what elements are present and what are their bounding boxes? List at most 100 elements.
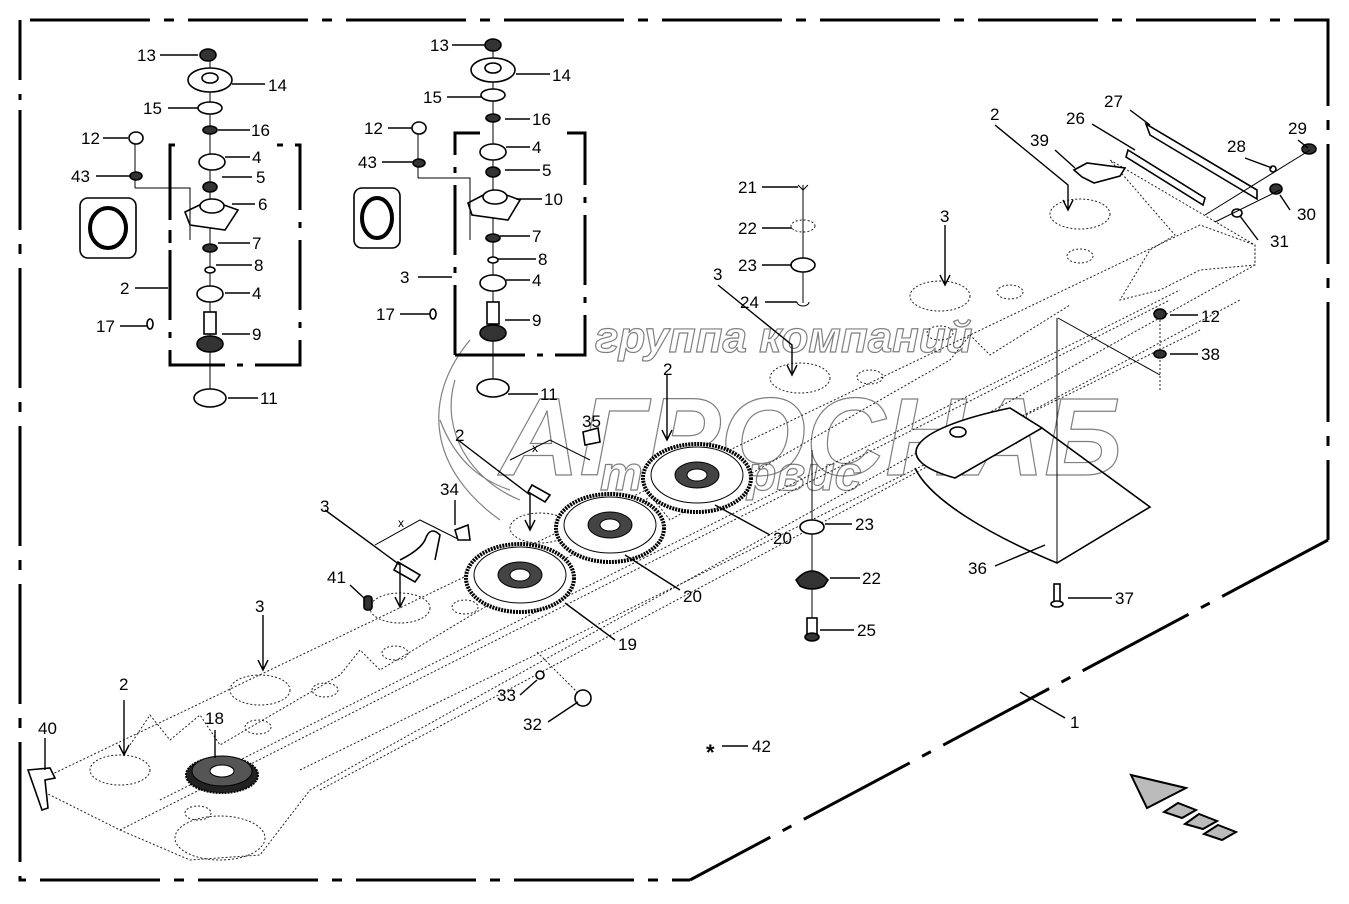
callout-a11: 11 — [260, 389, 278, 408]
callout-a21: 21 — [738, 178, 757, 197]
callout-a40: 40 — [38, 719, 57, 738]
callout-a5: 5 — [256, 168, 265, 187]
gear-19 — [464, 542, 576, 614]
leader-line-a20 — [714, 504, 771, 536]
callout-b3: 3 — [713, 265, 722, 284]
knife-back-parts — [1072, 122, 1317, 390]
callout-c2: 2 — [663, 360, 672, 379]
dimension-marker-1: x — [532, 441, 538, 455]
guard-plate — [914, 317, 1161, 608]
callout-a19: 19 — [618, 635, 637, 654]
callout-b5: 5 — [542, 161, 551, 180]
callout-b16: 16 — [532, 110, 551, 129]
leader-line-a32 — [547, 701, 579, 723]
callout-b15: 15 — [423, 88, 442, 107]
callout-d3: 3 — [255, 597, 264, 616]
callout-a22: 22 — [738, 219, 757, 238]
callout-a17: 17 — [96, 317, 115, 336]
callout-c3: 3 — [320, 497, 329, 516]
callout-a38: 38 — [1201, 345, 1220, 364]
star-symbol: * — [706, 740, 715, 765]
callout-b13: 13 — [430, 36, 449, 55]
assembly-boundary — [18, 18, 1330, 882]
gear-18 — [185, 755, 259, 794]
leader-line-a39 — [1054, 149, 1076, 169]
callout-b23: 23 — [855, 515, 874, 534]
leader-line-a28 — [1244, 157, 1273, 169]
callout-a15: 15 — [143, 99, 162, 118]
callout-b7: 7 — [532, 227, 541, 246]
gear-20-middle — [554, 492, 666, 564]
callout-a18: 18 — [205, 709, 224, 728]
callout-a26: 26 — [1066, 109, 1085, 128]
leader-line-c1 — [1019, 691, 1066, 719]
callout-a24: 24 — [740, 293, 759, 312]
leader-line-a31 — [1239, 215, 1259, 241]
leader-line-a27 — [1129, 109, 1151, 126]
callout-a2: 2 — [120, 279, 129, 298]
callout-a12: 12 — [81, 129, 100, 148]
callout-a8: 8 — [254, 256, 263, 275]
callout-b4: 4 — [252, 284, 261, 303]
callout-a14: 14 — [268, 76, 287, 95]
dimension-marker-0: x — [398, 516, 404, 530]
callout-a42: 42 — [752, 737, 771, 756]
callout-a25: 25 — [857, 621, 876, 640]
callout-b17: 17 — [376, 305, 395, 324]
callout-a4: 4 — [252, 148, 261, 167]
callout-b8: 8 — [538, 250, 547, 269]
callout-a34: 34 — [440, 480, 459, 499]
callout-b43: 43 — [358, 153, 377, 172]
leader-line-a26 — [1091, 123, 1136, 151]
pivot-stack — [790, 184, 830, 642]
leader-line-a29 — [1297, 139, 1309, 149]
leader-line-a41 — [349, 584, 365, 599]
callout-d2: 2 — [455, 426, 464, 445]
gear-20-rear — [641, 442, 753, 514]
callout-b2: 2 — [990, 105, 999, 124]
insertion-arrows — [118, 124, 1074, 757]
travel-direction-arrow — [1129, 773, 1239, 842]
end-skid — [26, 767, 57, 812]
callout-a9: 9 — [252, 325, 261, 344]
callout-a32: 32 — [523, 715, 542, 734]
callout-c12: 12 — [1201, 307, 1220, 326]
callout-b20: 20 — [683, 587, 702, 606]
callout-c4: 4 — [532, 138, 541, 157]
callout-e3: 3 — [940, 207, 949, 226]
spindle-assembly-left — [79, 48, 302, 408]
leader-line-a19 — [564, 602, 616, 641]
callout-a7: 7 — [252, 234, 261, 253]
callout-b12: 12 — [364, 119, 383, 138]
leader-line-a33 — [519, 679, 538, 696]
callout-a3: 3 — [400, 268, 409, 287]
callout-b22: 22 — [862, 569, 881, 588]
callout-a39: 39 — [1030, 131, 1049, 150]
callout-a6: 6 — [258, 195, 267, 214]
callout-b14: 14 — [552, 66, 571, 85]
leader-line-a36 — [994, 544, 1046, 567]
watermark-leaf-emblem — [438, 339, 521, 521]
cutter-bar-body — [39, 159, 1256, 861]
callout-b11: 11 — [540, 385, 558, 404]
callout-d4: 4 — [532, 271, 541, 290]
callout-b9: 9 — [532, 311, 541, 330]
callout-a23: 23 — [738, 256, 757, 275]
callout-e2: 2 — [119, 675, 128, 694]
callout-a28: 28 — [1227, 137, 1246, 156]
leader-line-a30 — [1279, 194, 1291, 211]
callout-a10: 10 — [544, 190, 563, 209]
callout-a36: 36 — [968, 559, 987, 578]
callout-a27: 27 — [1104, 92, 1123, 111]
callout-a13: 13 — [137, 46, 156, 65]
callout-a16: 16 — [251, 121, 270, 140]
callout-a20: 20 — [773, 529, 792, 548]
callout-a35: 35 — [582, 412, 601, 431]
spindle-assembly-middle — [353, 38, 587, 398]
callout-a37: 37 — [1115, 589, 1134, 608]
leader-line-b20 — [624, 554, 681, 591]
callout-c1: 1 — [1070, 713, 1079, 732]
